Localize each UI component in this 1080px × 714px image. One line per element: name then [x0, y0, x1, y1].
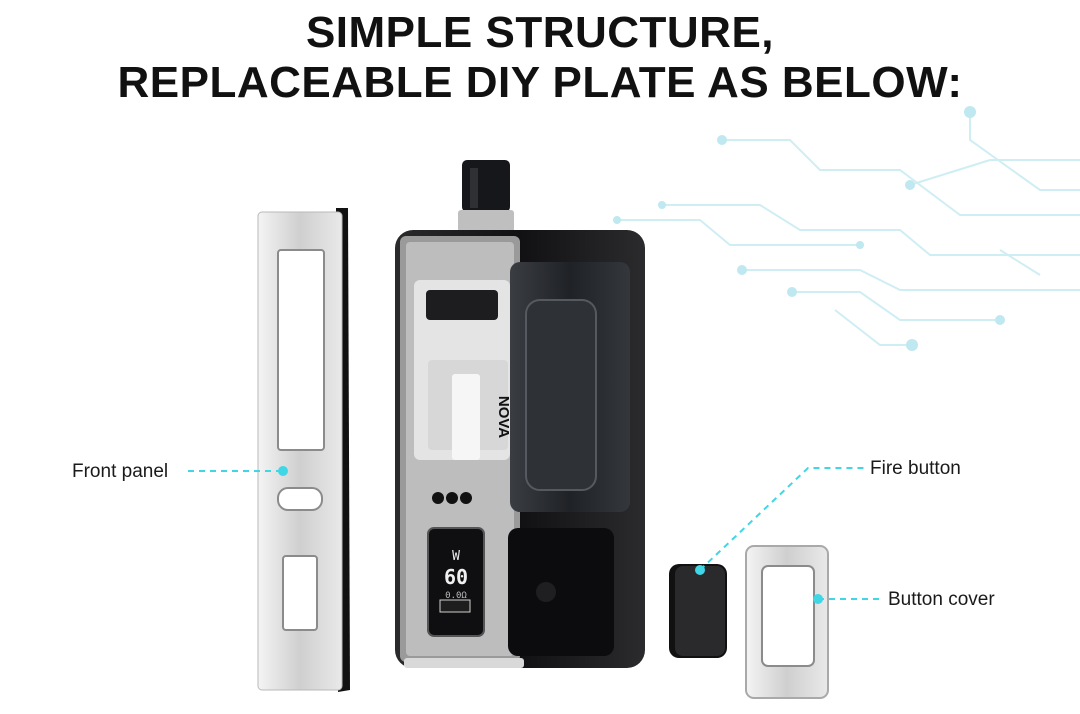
screen-value: 60: [444, 565, 468, 589]
screen-unit: W: [452, 549, 460, 564]
front-panel: [257, 208, 350, 692]
headline-line-2: REPLACEABLE DIY PLATE AS BELOW:: [117, 58, 963, 107]
callout-leaders: [188, 467, 880, 600]
fire-button: [669, 564, 727, 658]
screen-sub: 0.0Ω: [445, 591, 467, 601]
page-headline: SIMPLE STRUCTURE, REPLACEABLE DIY PLATE …: [0, 8, 1080, 108]
headline-line-1: SIMPLE STRUCTURE,: [305, 8, 775, 57]
callout-button-cover: Button cover: [888, 589, 995, 610]
device-body: [395, 160, 645, 668]
callout-front-panel: Front panel: [72, 461, 169, 482]
device-brand: NOVA: [495, 396, 512, 438]
button-cover: [745, 545, 829, 699]
circuit-decoration: [615, 110, 1080, 346]
callout-fire-button: Fire button: [870, 458, 961, 479]
